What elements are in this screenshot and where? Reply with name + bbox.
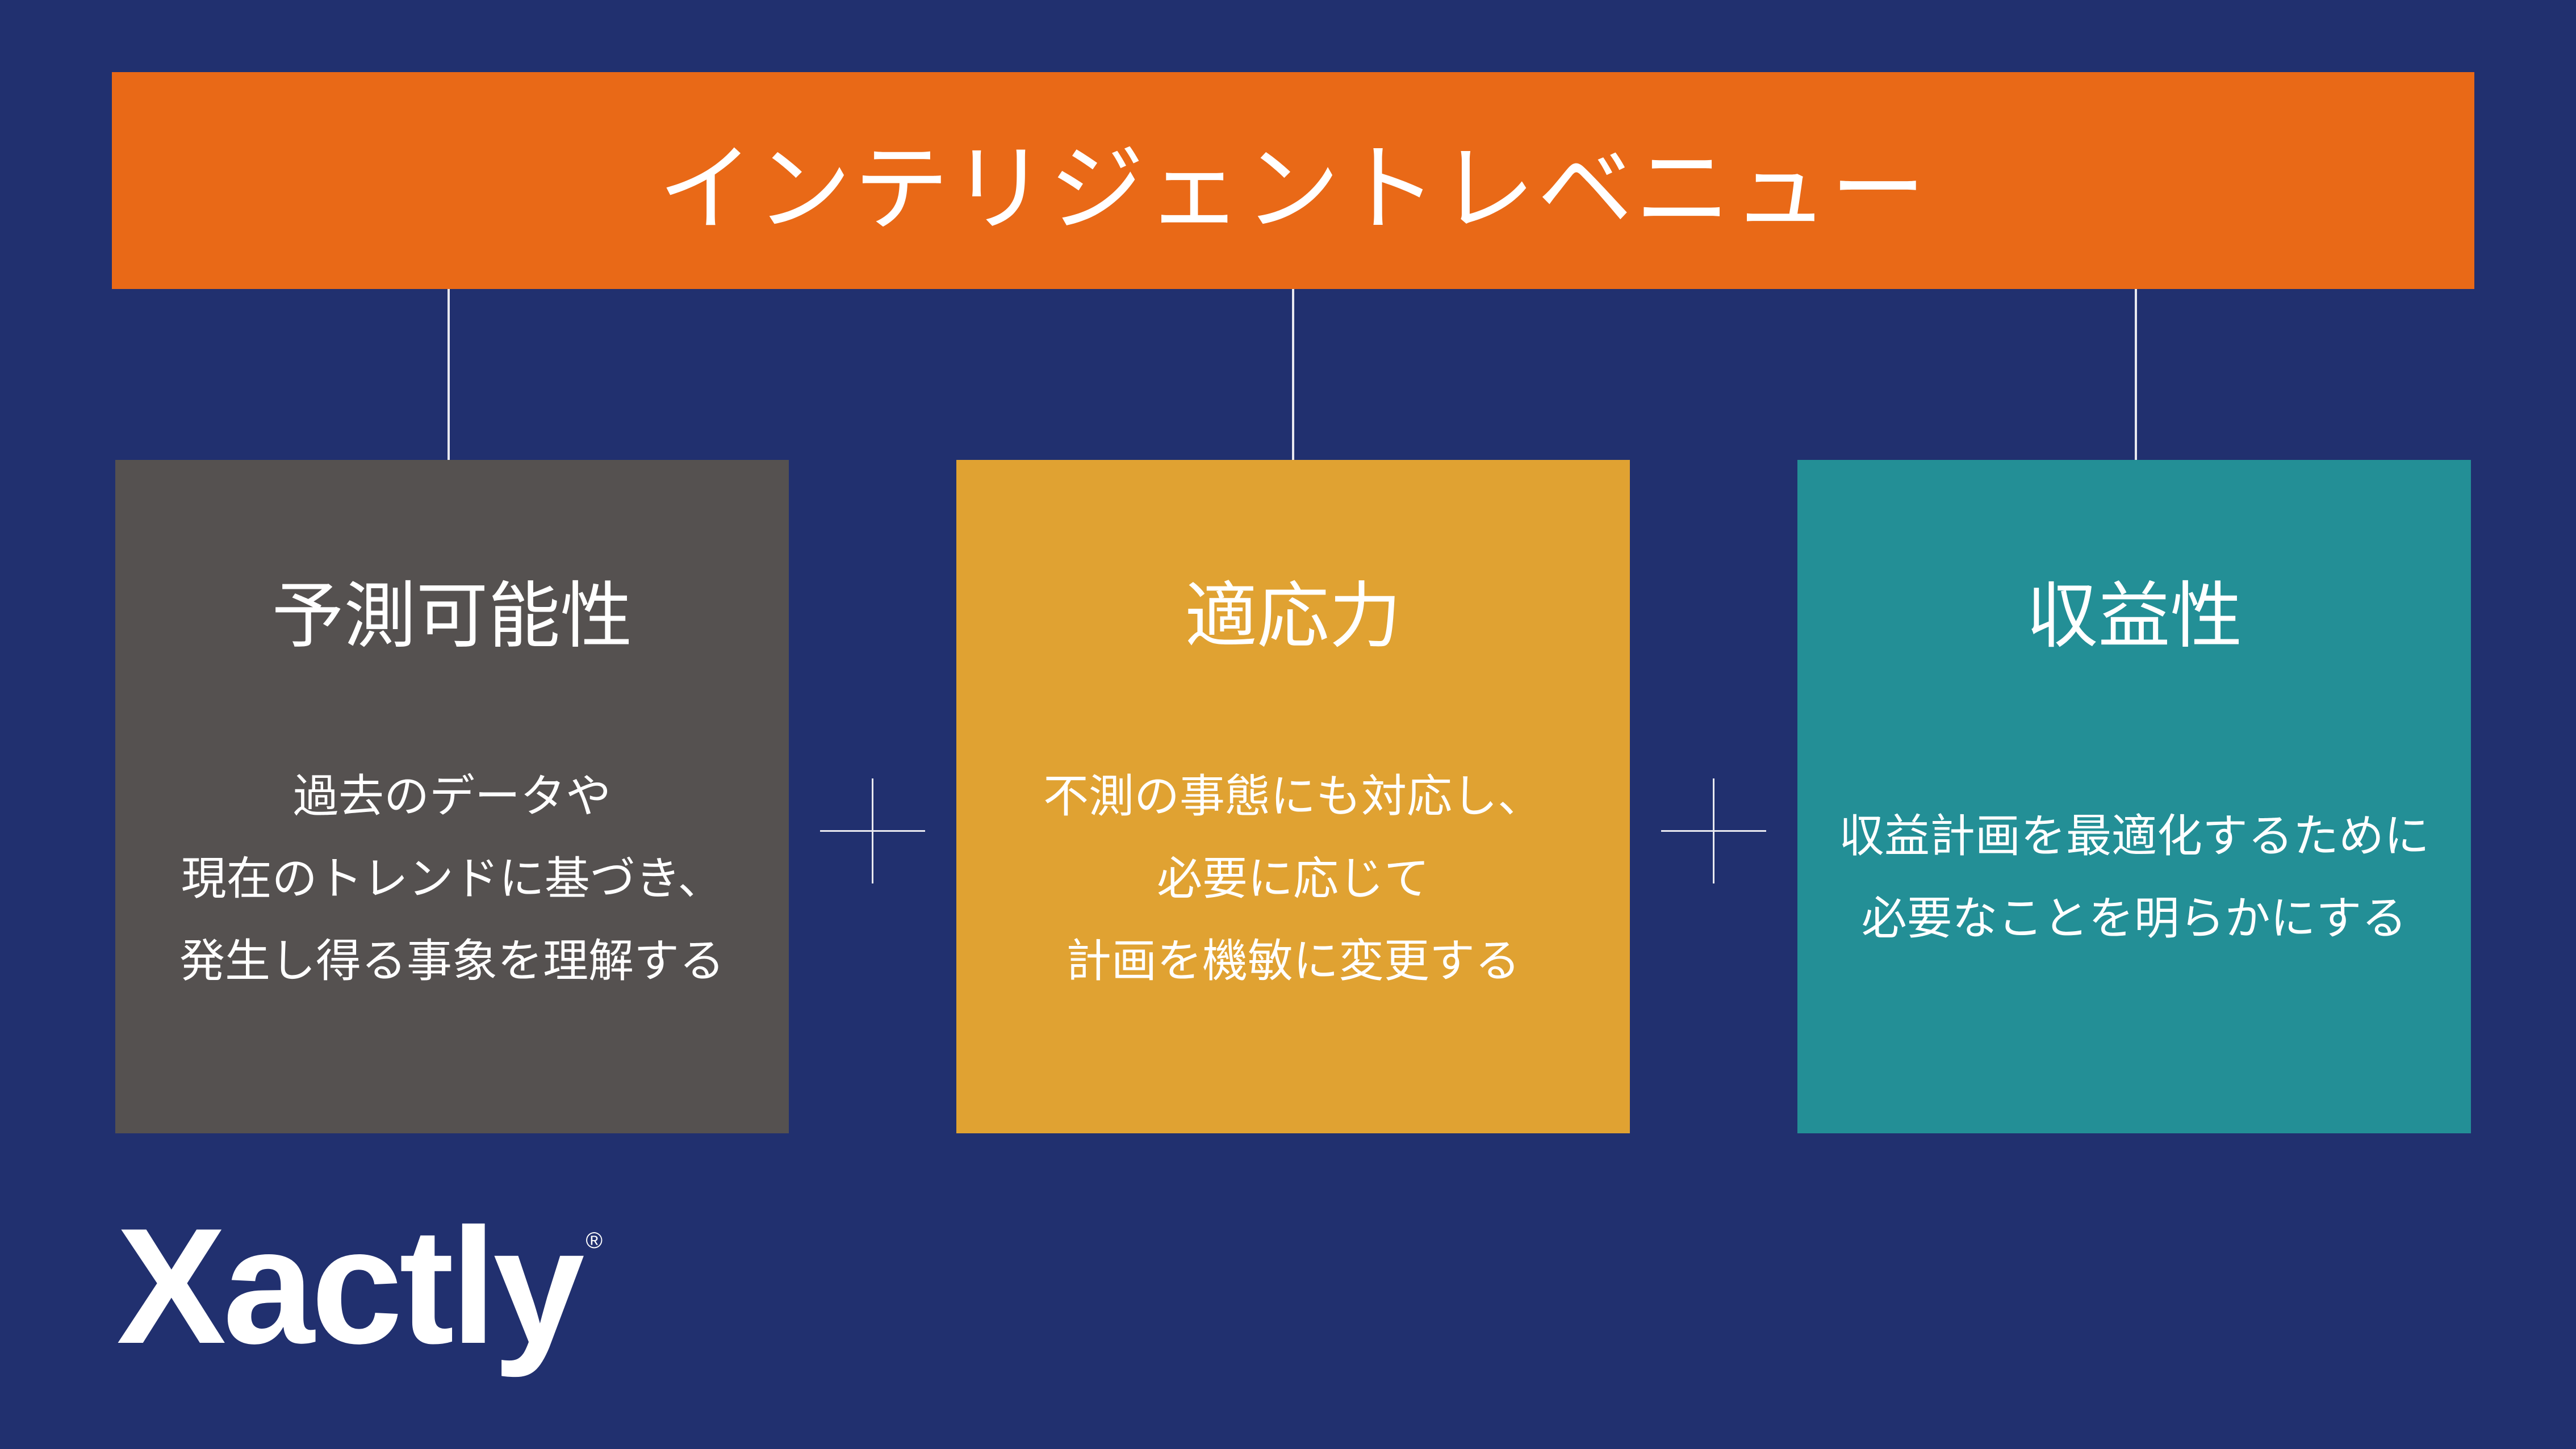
title-banner: インテリジェントレベニュー	[112, 72, 2474, 289]
plus-icon	[1661, 778, 1766, 883]
description-line: 現在のトレンドに基づき、	[181, 852, 724, 905]
banner-title: インテリジェントレベニュー	[658, 133, 1928, 245]
pillar-title: 予測可能性	[271, 574, 633, 658]
pillar-profitability: 収益性 収益計画を最適化するために 必要なことを明らかにする	[1797, 460, 2471, 1133]
pillar-description: 不測の事態にも対応し、 必要に応じて 計画を機敏に変更する	[956, 755, 1630, 1002]
pillar-predictability: 予測可能性 過去のデータや 現在のトレンドに基づき、 発生し得る事象を理解する	[115, 460, 789, 1133]
plus-icon	[820, 778, 925, 883]
description-line: 不測の事態にも対応し、	[1043, 770, 1543, 823]
pillar-description: 収益計画を最適化するために 必要なことを明らかにする	[1797, 795, 2471, 960]
connector-line	[1292, 289, 1294, 460]
registered-mark-icon: ®	[586, 1228, 603, 1253]
pillar-title: 適応力	[1185, 574, 1402, 658]
connector-line	[2135, 289, 2137, 460]
description-line: 過去のデータや	[293, 770, 611, 823]
description-line: 収益計画を最適化するために	[1839, 810, 2429, 862]
description-line: 計画を機敏に変更する	[1066, 935, 1520, 987]
description-line: 必要なことを明らかにする	[1861, 892, 2407, 945]
connector-line	[448, 289, 450, 460]
pillar-description: 過去のデータや 現在のトレンドに基づき、 発生し得る事象を理解する	[115, 755, 789, 1002]
pillar-adaptability: 適応力 不測の事態にも対応し、 必要に応じて 計画を機敏に変更する	[956, 460, 1630, 1133]
xactly-logo: Xactly ®	[116, 1184, 603, 1388]
description-line: 必要に応じて	[1157, 852, 1429, 905]
logo-text: Xactly	[116, 1194, 584, 1378]
description-line: 発生し得る事象を理解する	[179, 935, 725, 987]
pillar-title: 収益性	[2026, 574, 2243, 658]
